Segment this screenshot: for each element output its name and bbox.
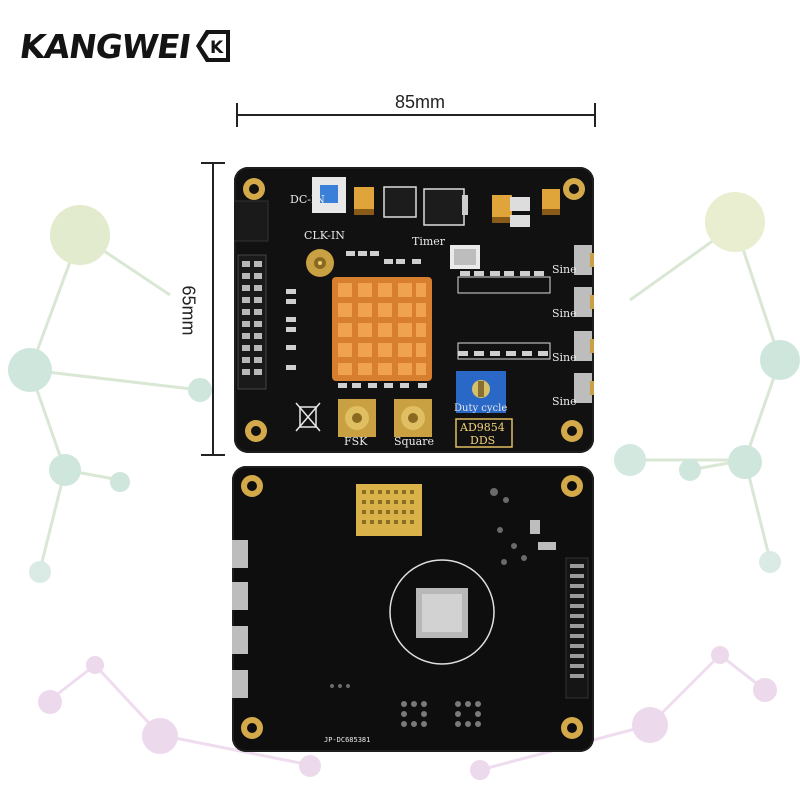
brand-logo: KANGWEI K bbox=[17, 26, 234, 66]
sine-label-4: Sine bbox=[552, 395, 577, 408]
sine-label-3: Sine bbox=[552, 351, 577, 364]
chip-label: AD9854 bbox=[460, 421, 505, 434]
mounting-hole-icon bbox=[243, 178, 585, 442]
sma-connector-icon bbox=[232, 540, 248, 698]
pcb-front-components bbox=[234, 177, 594, 448]
dc-in-label: DC-IN bbox=[290, 193, 325, 206]
dc-jack bbox=[234, 200, 269, 242]
timer-label: Timer bbox=[412, 235, 446, 248]
heatsink bbox=[332, 277, 432, 381]
dds-label: DDS bbox=[470, 434, 496, 447]
sine-label-1: Sine bbox=[552, 263, 577, 276]
width-dimension-label: 85mm bbox=[395, 92, 446, 112]
brand-name: KANGWEI bbox=[17, 26, 193, 66]
pcb-front-view: DC-IN CLK-IN Timer Sine Sine Sine Sine F… bbox=[234, 167, 594, 453]
mounting-hole-icon bbox=[241, 475, 583, 739]
brand-mark-letter: K bbox=[210, 38, 224, 58]
weee-bin-icon bbox=[295, 402, 321, 432]
clk-in-label: CLK-IN bbox=[304, 229, 345, 242]
height-dimension-line bbox=[201, 162, 225, 456]
duty-cycle-label: Duty cycle bbox=[454, 403, 508, 414]
pcb-back-view: JP-DC685381 bbox=[232, 466, 594, 752]
square-label: Square bbox=[394, 435, 434, 448]
pcb-back-components bbox=[232, 475, 589, 739]
sine-label-2: Sine bbox=[552, 307, 577, 320]
brand-mark-icon: K bbox=[196, 30, 231, 62]
width-dimension-line bbox=[236, 103, 596, 127]
height-dimension-label: 65mm bbox=[178, 285, 199, 336]
board-code-label: JP-DC685381 bbox=[324, 736, 371, 744]
sma-connector-icon bbox=[574, 245, 594, 403]
fsk-label: FSK bbox=[344, 435, 368, 448]
